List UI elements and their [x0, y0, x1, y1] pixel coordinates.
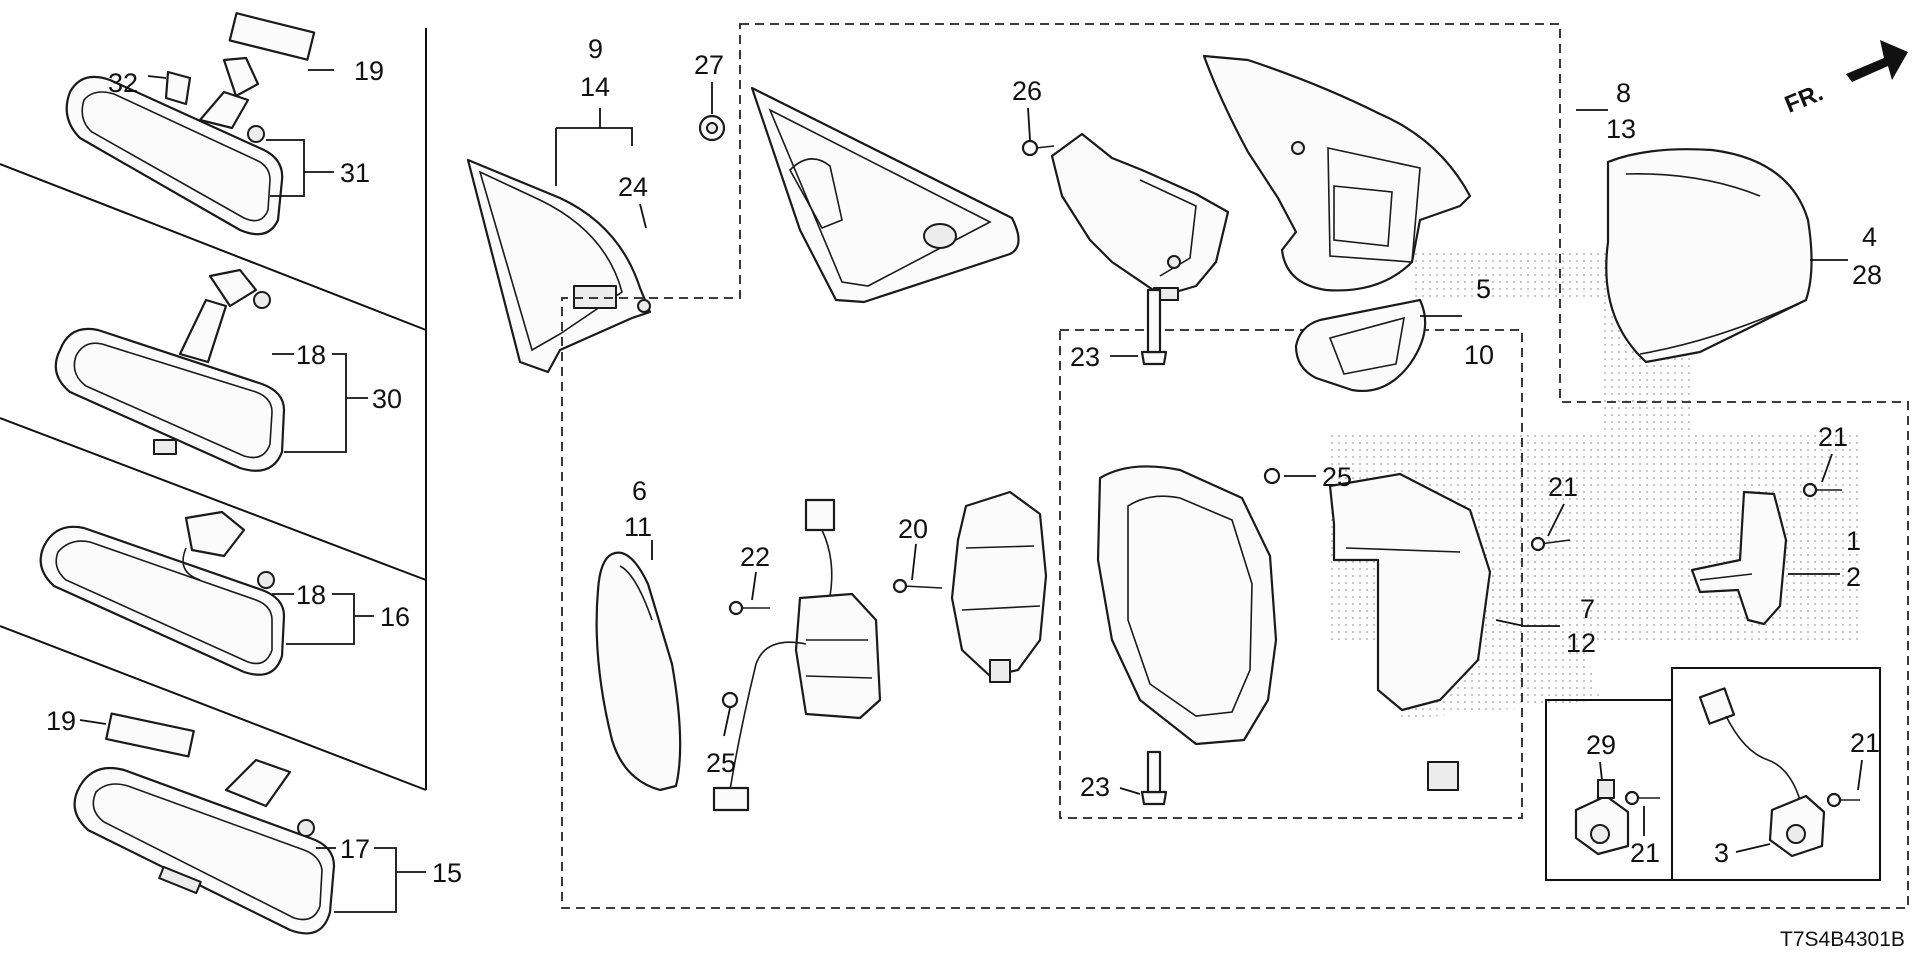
callout-32: 32 — [108, 68, 138, 98]
callout-11: 11 — [624, 512, 652, 542]
callout-9: 9 — [588, 34, 603, 64]
left-column — [0, 28, 427, 791]
callout-21-camera-right: 21 — [1850, 728, 1880, 758]
callout-29: 29 — [1586, 730, 1616, 760]
callout-21-right: 21 — [1818, 422, 1848, 452]
camera-3 — [1698, 687, 1860, 858]
callout-21-camera-left: 21 — [1630, 838, 1660, 868]
callout-20: 20 — [898, 514, 928, 544]
rearview-mirror-30 — [54, 268, 286, 472]
callout-labels: 32 19 31 18 30 18 16 19 17 15 9 14 24 27… — [46, 34, 1882, 888]
mirror-housing-7-12 — [1096, 465, 1492, 806]
callout-16: 16 — [380, 602, 410, 632]
bolt-23-upper — [1140, 288, 1168, 366]
front-direction-label: FR. — [1781, 79, 1827, 119]
mirror-actuator-bracket — [1050, 132, 1230, 301]
camera-frame-3 — [1671, 667, 1881, 881]
skull-cap-4-28 — [1605, 148, 1813, 364]
callout-25-right: 25 — [1322, 462, 1352, 492]
rearview-mirror-31 — [65, 12, 316, 236]
nut-27 — [698, 114, 726, 142]
callout-10: 10 — [1464, 340, 1494, 370]
assembly-outline-8-13 — [561, 23, 1909, 909]
callout-19-bottom: 19 — [46, 706, 76, 736]
callout-6: 6 — [632, 476, 647, 506]
callout-27: 27 — [694, 50, 724, 80]
callout-7: 7 — [1580, 594, 1595, 624]
callout-5: 5 — [1476, 274, 1491, 304]
callout-21-mid: 21 — [1548, 472, 1578, 502]
callout-2: 2 — [1846, 562, 1861, 592]
callout-23-upper: 23 — [1070, 342, 1100, 372]
callout-23-lower: 23 — [1080, 772, 1110, 802]
rearview-mirror-15 — [73, 712, 336, 935]
rearview-mirror-16 — [39, 510, 286, 676]
callout-25-left: 25 — [706, 748, 736, 778]
callout-31: 31 — [340, 158, 370, 188]
leader-lines — [79, 69, 1863, 913]
callout-18-upper: 18 — [296, 340, 326, 370]
callout-1: 1 — [1846, 526, 1861, 556]
diagram-code: T7S4B4301B — [1780, 928, 1905, 951]
callout-30: 30 — [372, 384, 402, 414]
callout-17: 17 — [340, 834, 370, 864]
callout-4: 4 — [1862, 222, 1877, 252]
mirror-base-cover-9-14 — [466, 158, 652, 374]
callout-26: 26 — [1012, 76, 1042, 106]
camera-29 — [1574, 779, 1660, 856]
mirror-housing-shell-8-13 — [1202, 54, 1472, 292]
callout-13: 13 — [1606, 114, 1636, 144]
callout-8: 8 — [1616, 78, 1631, 108]
turn-signal-1-2 — [1530, 482, 1842, 626]
callout-18-lower: 18 — [296, 580, 326, 610]
housing-cover-5-10 — [1294, 298, 1427, 392]
front-direction-arrow-icon — [1846, 40, 1908, 82]
mirror-glass-6-11 — [595, 551, 682, 792]
mirror-motor-20 — [892, 490, 1048, 683]
mirror-actuator-harness — [712, 498, 882, 812]
callout-12: 12 — [1566, 628, 1596, 658]
callout-24: 24 — [618, 172, 648, 202]
mirror-base-housing — [750, 86, 1020, 304]
callout-3: 3 — [1714, 838, 1729, 868]
callout-28: 28 — [1852, 260, 1882, 290]
callout-22: 22 — [740, 542, 770, 572]
callout-19-top: 19 — [354, 56, 384, 86]
callout-14: 14 — [580, 72, 610, 102]
callout-15: 15 — [432, 858, 462, 888]
bolt-26 — [1021, 139, 1055, 157]
